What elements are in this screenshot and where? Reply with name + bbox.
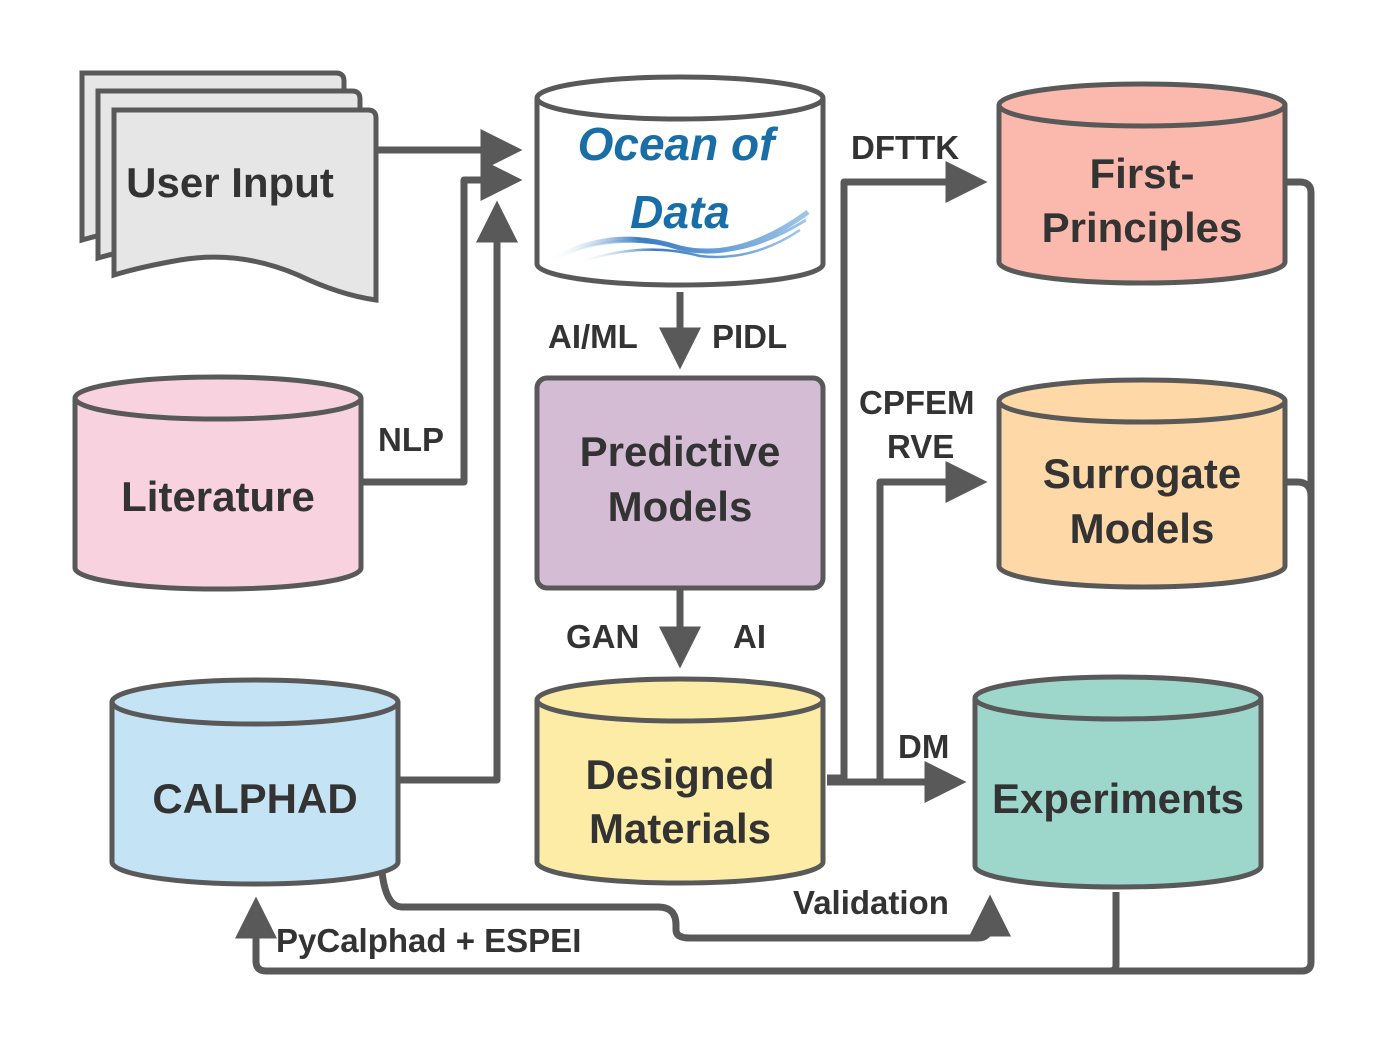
surrogate-label-line2: Models [1070, 505, 1215, 552]
label-ai: AI [733, 618, 766, 655]
edge-designed-first-principles [827, 161, 988, 782]
first-principles-label-line2: Principles [1042, 204, 1243, 251]
calphad-label: CALPHAD [152, 775, 357, 822]
label-rve: RVE [887, 428, 954, 465]
edge-pycalphad-return [235, 896, 1302, 975]
edge-designed-surrogate [876, 461, 988, 782]
ocean-label-line1: Ocean of [578, 118, 780, 170]
connectors [235, 129, 1315, 975]
edge-experiments-return [1109, 892, 1120, 975]
ocean-of-data-node: Ocean of Data [534, 74, 826, 288]
edge-calphad-ocean [399, 200, 518, 784]
label-validation: Validation [793, 884, 949, 921]
first-principles-node: First- Principles [996, 81, 1288, 286]
label-nlp: NLP [378, 421, 444, 458]
user-input-node: User Input [79, 70, 379, 303]
surrogate-label-line1: Surrogate [1043, 450, 1241, 497]
predictive-models-node: Predictive Models [534, 375, 826, 591]
edge-literature-ocean [362, 159, 523, 486]
label-gan: GAN [566, 618, 639, 655]
edge-calphad-experiments [378, 871, 1011, 942]
wave-logo [546, 209, 810, 266]
surrogate-models-node: Surrogate Models [996, 377, 1288, 590]
predictive-label-line2: Models [608, 483, 753, 530]
designed-materials-node: Designed Materials [534, 676, 826, 886]
label-pidl: PIDL [712, 318, 787, 355]
edge-first-principles-return [1286, 178, 1315, 975]
ocean-label-line2: Data [630, 186, 730, 238]
experiments-label: Experiments [992, 775, 1244, 822]
label-pycalphad: PyCalphad + ESPEI [276, 922, 581, 959]
designed-label-line1: Designed [585, 751, 774, 798]
user-input-label: User Input [126, 159, 334, 206]
literature-label: Literature [121, 473, 315, 520]
label-cpfem: CPFEM [859, 384, 975, 421]
first-principles-label-line1: First- [1090, 150, 1195, 197]
label-dm: DM [898, 728, 949, 765]
calphad-node: CALPHAD [109, 677, 401, 887]
literature-node: Literature [72, 374, 364, 592]
label-dfttk: DFTTK [851, 129, 959, 166]
label-aiml: AI/ML [548, 318, 638, 355]
predictive-label-line1: Predictive [580, 428, 781, 475]
edge-surrogate-return [1286, 478, 1315, 497]
experiments-node: Experiments [972, 674, 1264, 890]
designed-label-line2: Materials [589, 805, 771, 852]
edge-labels: NLP AI/ML PIDL GAN AI DFTTK CPFEM RVE DM… [276, 129, 975, 959]
